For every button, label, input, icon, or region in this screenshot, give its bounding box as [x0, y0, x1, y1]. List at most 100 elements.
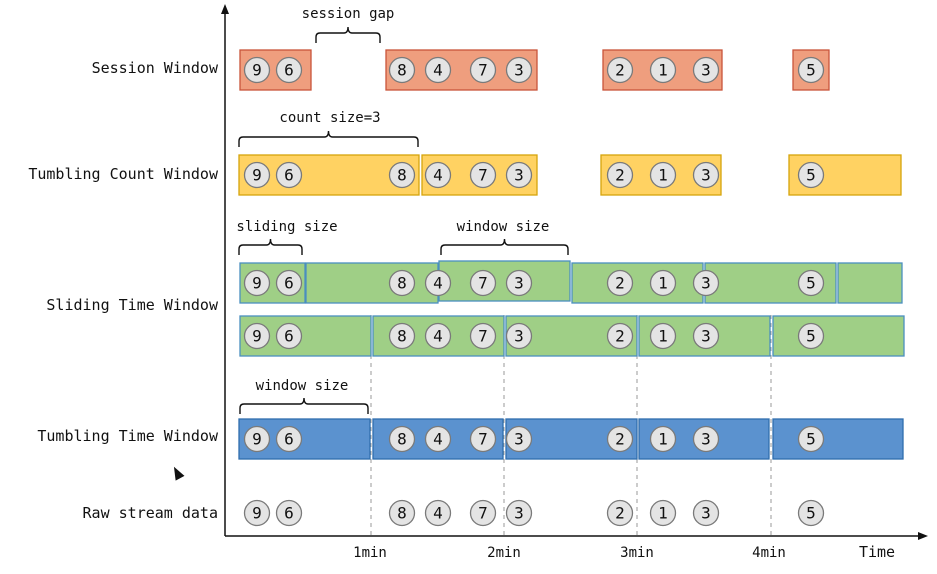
event-circle [275, 161, 303, 189]
event-value: 3 [701, 166, 711, 185]
event-2-raw: 2 [606, 499, 634, 527]
event-value: 3 [701, 430, 711, 449]
event-circle [243, 425, 271, 453]
event-circle [275, 322, 303, 350]
event-8-session: 8 [388, 56, 416, 84]
event-circle [469, 56, 497, 84]
event-1-tumbling-time: 1 [649, 425, 677, 453]
y-axis-arrow-icon [221, 4, 229, 14]
event-5-tumbling-time: 5 [797, 425, 825, 453]
axis-title-time: Time [859, 543, 895, 561]
event-5-sliding-1: 5 [797, 269, 825, 297]
event-9-raw: 9 [243, 499, 271, 527]
event-7-count: 7 [469, 161, 497, 189]
event-3-count: 3 [692, 161, 720, 189]
event-circle [505, 322, 533, 350]
event-value: 9 [252, 274, 262, 293]
session-gap-label: session gap [302, 6, 395, 22]
raw-stream-data-label: Raw stream data [82, 504, 218, 522]
event-value: 1 [658, 430, 668, 449]
event-7-raw: 7 [469, 499, 497, 527]
event-circle [649, 322, 677, 350]
event-value: 4 [433, 327, 443, 346]
event-3-sliding-1: 3 [692, 269, 720, 297]
event-circle [243, 56, 271, 84]
event-circle [243, 161, 271, 189]
event-circle [424, 161, 452, 189]
event-circle [606, 161, 634, 189]
event-circle [692, 269, 720, 297]
event-value: 2 [615, 166, 625, 185]
event-value: 1 [658, 327, 668, 346]
event-circle [469, 161, 497, 189]
event-1-raw: 1 [649, 499, 677, 527]
sliding-size-label: sliding size [236, 219, 337, 235]
sliding-time-window-label: Sliding Time Window [46, 296, 218, 314]
event-4-tumbling-time: 4 [424, 425, 452, 453]
window-size-sliding-label: window size [457, 219, 550, 235]
event-value: 5 [806, 61, 816, 80]
event-value: 5 [806, 430, 816, 449]
event-3-sliding-2: 3 [692, 322, 720, 350]
event-value: 3 [514, 430, 524, 449]
event-3-session: 3 [692, 56, 720, 84]
event-3-sliding-1: 3 [505, 269, 533, 297]
event-value: 4 [433, 61, 443, 80]
event-value: 2 [615, 504, 625, 523]
event-value: 7 [478, 274, 488, 293]
event-value: 5 [806, 274, 816, 293]
event-value: 6 [284, 274, 294, 293]
event-3-tumbling-time: 3 [692, 425, 720, 453]
event-3-sliding-2: 3 [505, 322, 533, 350]
event-1-session: 1 [649, 56, 677, 84]
event-value: 1 [658, 61, 668, 80]
sliding-size-brace [238, 238, 303, 255]
event-circle [692, 425, 720, 453]
event-value: 9 [252, 166, 262, 185]
event-circle [649, 269, 677, 297]
event-circle [606, 322, 634, 350]
event-7-sliding-1: 7 [469, 269, 497, 297]
event-8-sliding-2: 8 [388, 322, 416, 350]
event-circle [388, 161, 416, 189]
event-value: 2 [615, 327, 625, 346]
axis-tick-4min: 4min [752, 545, 786, 561]
event-circle [424, 56, 452, 84]
axis-tick-1min: 1min [353, 545, 387, 561]
event-6-sliding-2: 6 [275, 322, 303, 350]
event-circle [275, 269, 303, 297]
event-circle [388, 322, 416, 350]
event-7-session: 7 [469, 56, 497, 84]
event-4-count: 4 [424, 161, 452, 189]
event-circle [606, 269, 634, 297]
event-value: 3 [514, 61, 524, 80]
tumbling-time-window-label: Tumbling Time Window [37, 427, 218, 445]
event-3-tumbling-time: 3 [505, 425, 533, 453]
event-circle [649, 425, 677, 453]
event-4-sliding-1: 4 [424, 269, 452, 297]
event-value: 6 [284, 504, 294, 523]
event-circle [692, 161, 720, 189]
event-circle [388, 425, 416, 453]
event-4-sliding-2: 4 [424, 322, 452, 350]
event-circle [649, 499, 677, 527]
event-3-count: 3 [505, 161, 533, 189]
window-size-tumbling-label: window size [256, 378, 349, 394]
event-circle [275, 56, 303, 84]
event-circle [469, 425, 497, 453]
event-circle [606, 499, 634, 527]
sliding-window [772, 315, 905, 357]
count-size-label: count size=3 [279, 110, 380, 126]
event-value: 7 [478, 504, 488, 523]
event-circle [424, 499, 452, 527]
count-size-brace [238, 130, 419, 147]
event-2-sliding-1: 2 [606, 269, 634, 297]
event-circle [424, 322, 452, 350]
event-value: 4 [433, 504, 443, 523]
event-circle [505, 56, 533, 84]
event-circle [649, 56, 677, 84]
event-circle [692, 56, 720, 84]
event-8-count: 8 [388, 161, 416, 189]
event-3-session: 3 [505, 56, 533, 84]
